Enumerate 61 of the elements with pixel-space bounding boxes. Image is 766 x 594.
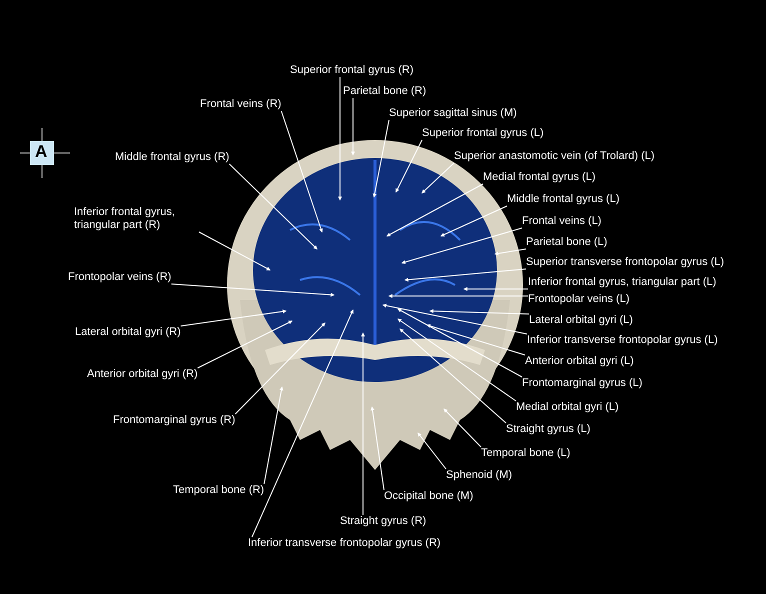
structure-label: Inferior transverse frontopolar gyrus (L) [527, 334, 718, 347]
leader-line [426, 324, 526, 356]
leader-line [228, 164, 318, 250]
structure-label: Straight gyrus (R) [340, 515, 426, 528]
structure-label: Temporal bone (L) [481, 447, 570, 460]
leader-line [198, 232, 271, 270]
structure-label: Superior sagittal sinus (M) [389, 107, 517, 120]
structure-label: Temporal bone (R) [173, 484, 264, 497]
structure-label: Frontomarginal gyrus (L) [522, 377, 642, 390]
structure-label: Frontomarginal gyrus (R) [113, 414, 236, 427]
structure-label: Lateral orbital gyri (R) [75, 326, 181, 339]
leader-line [386, 184, 484, 236]
structure-label: Medial orbital gyri (L) [516, 401, 619, 414]
structure-label: Middle frontal gyrus (L) [507, 193, 620, 206]
structure-label: Superior anastomotic vein (of Trolard) (L) [454, 150, 655, 163]
structure-label: Occipital bone (M) [384, 490, 474, 503]
structure-label: Inferior frontal gyrus, triangular part (R) [74, 206, 199, 232]
structure-label: Anterior orbital gyri (R) [87, 368, 198, 381]
structure-label: Superior frontal gyrus (L) [422, 127, 544, 140]
leader-line [494, 248, 526, 256]
leader-line [338, 76, 342, 201]
structure-label: Straight gyrus (L) [506, 423, 590, 436]
structure-label: Frontopolar veins (L) [528, 293, 630, 306]
leader-line [170, 284, 335, 297]
leader-line [422, 162, 454, 194]
orientation-letter: A [35, 143, 48, 161]
structure-label: Frontal veins (L) [522, 215, 602, 228]
leader-line [252, 309, 354, 538]
leader-line [404, 268, 526, 282]
leader-line [361, 332, 365, 516]
structure-label: Parietal bone (R) [343, 85, 426, 98]
leader-line [388, 294, 528, 298]
structure-label: Frontal veins (R) [200, 98, 282, 111]
structure-label: Inferior transverse frontopolar gyrus (R) [248, 537, 441, 550]
leader-line [418, 432, 446, 470]
structure-label: Lateral orbital gyri (L) [529, 314, 633, 327]
leader-line [264, 386, 284, 484]
leader-line [372, 120, 390, 198]
structure-label: Anterior orbital gyri (L) [525, 355, 634, 368]
leader-line [234, 322, 326, 414]
leader-line [397, 308, 522, 378]
leader-line [397, 318, 516, 402]
structure-label: Parietal bone (L) [526, 236, 608, 249]
leader-line [401, 228, 522, 264]
leader-line [180, 310, 287, 326]
leader-line [463, 287, 528, 291]
structure-label: Sphenoid (M) [446, 469, 512, 482]
leader-line [280, 110, 323, 233]
leader-line [400, 328, 506, 424]
structure-label: Medial frontal gyrus (L) [483, 171, 596, 184]
structure-label: Superior transverse frontopolar gyrus (L) [526, 256, 724, 269]
leader-line [351, 98, 355, 156]
leader-line [370, 406, 384, 490]
leader-line [444, 408, 482, 448]
structure-label: Middle frontal gyrus (R) [115, 151, 230, 164]
structure-label: Superior frontal gyrus (R) [290, 64, 414, 77]
leader-line [197, 320, 293, 368]
leader-line [429, 309, 530, 314]
structure-label: Frontopolar veins (R) [68, 271, 172, 284]
leader-line [382, 304, 528, 334]
structure-label: Inferior frontal gyrus, triangular part (L) [528, 276, 716, 289]
